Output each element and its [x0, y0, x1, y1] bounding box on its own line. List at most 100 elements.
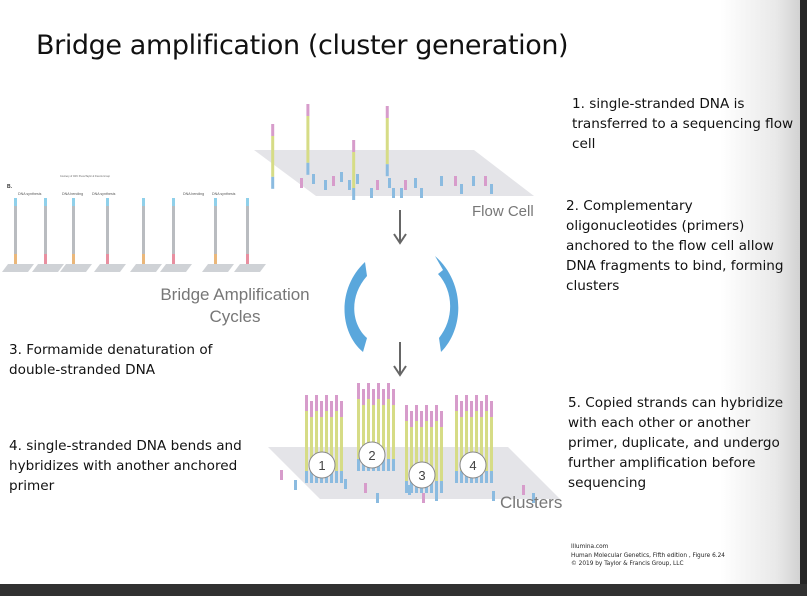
inset-strand-end: [142, 198, 145, 206]
cluster-strand-body: [335, 411, 338, 471]
primer: [404, 180, 407, 190]
inset-surface: [60, 264, 92, 272]
cluster-strand-body: [460, 417, 463, 471]
cluster-strand-body: [340, 417, 343, 471]
dna-strand-tag: [306, 104, 310, 116]
cluster-strand-primer: [310, 471, 313, 483]
inset-strand: [246, 198, 249, 264]
note-2: 2. Complementary oligonucleotides (prime…: [566, 198, 784, 294]
cluster-strand-tag: [425, 405, 428, 421]
cluster-strand-primer: [335, 471, 338, 483]
primer: [364, 483, 367, 493]
dna-strand-body: [306, 116, 310, 163]
cluster-strand-primer: [430, 481, 433, 493]
slide: Bridge amplification (cluster generation…: [0, 0, 800, 584]
cluster-strand-tag: [357, 383, 360, 399]
primer: [344, 479, 347, 489]
inset-strand-end: [72, 198, 75, 206]
cluster-strand-body: [377, 399, 380, 459]
cluster-number: 1: [318, 458, 325, 473]
cluster-strand-tag: [440, 411, 443, 427]
primer: [280, 470, 283, 480]
cluster-strand-tag: [455, 395, 458, 411]
dna-strand-body: [271, 136, 275, 177]
primer: [422, 493, 425, 503]
dna-strand-body: [352, 152, 356, 188]
bridge-label-line1: Bridge Amplification: [160, 285, 310, 304]
inset-strand: [214, 198, 217, 264]
cluster-number-badge: [459, 451, 487, 479]
cluster-strand-tag: [465, 395, 468, 411]
cluster-number-badge: [358, 441, 386, 469]
primer: [472, 176, 475, 186]
inset-strand: [172, 198, 175, 264]
cluster-strand-body: [362, 405, 365, 459]
inset-strand-end: [106, 198, 109, 206]
cluster-strand-primer: [490, 471, 493, 483]
primer: [484, 176, 487, 186]
cluster-strand-primer: [455, 471, 458, 483]
cycle-arrows-icon: [344, 256, 459, 352]
cycle-arrow-right: [435, 256, 459, 352]
bridge-label-line2: Cycles: [209, 307, 261, 326]
cluster-number: 2: [368, 448, 375, 463]
inset-strand-end: [44, 198, 47, 206]
primer: [332, 176, 335, 186]
dna-strand-primer: [306, 162, 310, 175]
inset-strand: [72, 198, 75, 264]
inset-step-label: DNA synthesis: [92, 192, 116, 196]
cluster-strand-body: [475, 411, 478, 471]
inset-step-label: DNA synthesis: [18, 192, 42, 196]
cluster-strand-primer: [480, 471, 483, 483]
primer: [312, 174, 315, 184]
note-3: 3. Formamide denaturation of double-stra…: [9, 342, 213, 378]
inset-surface: [234, 264, 266, 272]
inset-strand-end: [246, 198, 249, 206]
cluster-strand-primer: [340, 471, 343, 483]
slide-title: Bridge amplification (cluster generation…: [36, 30, 569, 61]
inset-strand-base: [246, 254, 249, 264]
primer: [294, 480, 297, 490]
inset-strand-base: [106, 254, 109, 264]
note-5: 5. Copied strands can hybridize with eac…: [568, 395, 784, 491]
arrow-down-icon: [393, 210, 407, 245]
cluster-strand-tag: [372, 389, 375, 405]
inset-strand-end: [214, 198, 217, 206]
dna-strand-tag: [271, 124, 275, 136]
inset-step-label: DNA bending: [183, 192, 204, 196]
cluster-strand-primer: [387, 459, 390, 471]
bottom-bar: [0, 584, 807, 596]
dna-strand-primer: [385, 164, 389, 177]
primer: [400, 188, 403, 198]
cluster-strand-body: [480, 417, 483, 471]
cluster-strand-tag: [367, 383, 370, 399]
inset-strand: [14, 198, 17, 264]
cluster-strand-body: [367, 399, 370, 459]
primer: [376, 493, 379, 503]
primer: [388, 178, 391, 188]
primer: [435, 491, 438, 501]
cluster-strand-body: [440, 427, 443, 481]
dna-strand-primer: [271, 176, 275, 189]
note-4: 4. single-stranded DNA bends and hybridi…: [9, 438, 242, 494]
cluster-strand-primer: [460, 471, 463, 483]
cluster-strand-body: [465, 411, 468, 471]
cluster-strand-tag: [392, 389, 395, 405]
cluster-strand-body: [470, 417, 473, 471]
cluster-strand-primer: [405, 481, 408, 493]
cluster-strand-body: [410, 427, 413, 481]
dna-strand-body: [385, 118, 389, 165]
inset-strand-base: [72, 254, 75, 264]
cluster-strand-primer: [485, 471, 488, 483]
cluster-strand-primer: [357, 459, 360, 471]
cluster-strand-body: [357, 399, 360, 459]
primer: [376, 180, 379, 190]
cluster-strand-tag: [430, 411, 433, 427]
primer: [414, 178, 417, 188]
cluster-strand-tag: [490, 401, 493, 417]
flow-cell-figure: [254, 104, 534, 200]
cluster-strand-body: [485, 411, 488, 471]
primer: [348, 180, 351, 190]
inset-surface: [160, 264, 192, 272]
